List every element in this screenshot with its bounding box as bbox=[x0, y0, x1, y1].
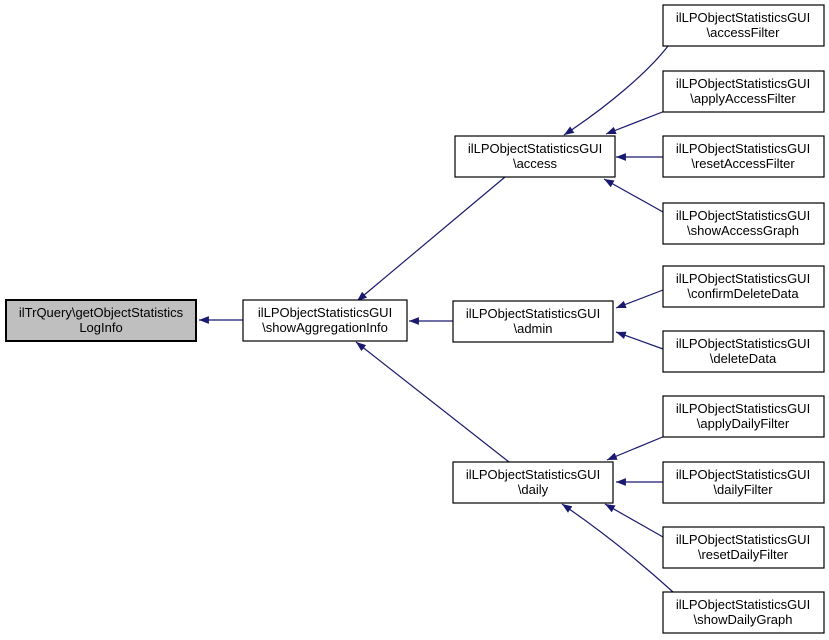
edge-show-access-graph-to-access bbox=[603, 178, 664, 213]
node-box bbox=[662, 135, 825, 178]
node-label-line2: LogInfo bbox=[79, 320, 122, 335]
graph-node-apply-access-filter[interactable]: ilLPObjectStatisticsGUI \applyAccessFilt… bbox=[662, 70, 825, 113]
graph-node-show-aggregation-info[interactable]: ilLPObjectStatisticsGUI \showAggregation… bbox=[242, 299, 408, 342]
edge-apply-access-filter-to-access bbox=[605, 110, 666, 135]
node-box bbox=[662, 265, 825, 308]
node-label-line2: \confirmDeleteData bbox=[687, 286, 799, 301]
edge-access-filter-to-access bbox=[563, 45, 669, 136]
node-box bbox=[5, 299, 197, 342]
graph-node-get-object-statistics-log-info[interactable]: ilTrQuery\getObjectStatistics LogInfo bbox=[5, 299, 197, 342]
node-label-line1: ilLPObjectStatisticsGUI bbox=[468, 141, 602, 156]
graph-node-access[interactable]: ilLPObjectStatisticsGUI \access bbox=[454, 135, 616, 178]
edge-daily-to-show-aggregation-info bbox=[355, 341, 510, 463]
node-label-line1: ilLPObjectStatisticsGUI bbox=[258, 305, 392, 320]
edge-access-to-show-aggregation-info bbox=[356, 176, 506, 302]
graph-node-show-daily-graph[interactable]: ilLPObjectStatisticsGUI \showDailyGraph bbox=[662, 591, 825, 634]
node-label-line1: ilTrQuery\getObjectStatistics bbox=[19, 305, 184, 320]
graph-node-admin[interactable]: ilLPObjectStatisticsGUI \admin bbox=[452, 300, 614, 343]
graph-node-reset-access-filter[interactable]: ilLPObjectStatisticsGUI \resetAccessFilt… bbox=[662, 135, 825, 178]
node-label-line1: ilLPObjectStatisticsGUI bbox=[676, 597, 810, 612]
node-label-line1: ilLPObjectStatisticsGUI bbox=[676, 336, 810, 351]
node-label-line2: \admin bbox=[513, 321, 552, 336]
edge-reset-daily-filter-to-daily bbox=[604, 503, 664, 538]
node-box bbox=[662, 4, 825, 47]
node-label-line2: \resetDailyFilter bbox=[698, 547, 789, 562]
node-label-line1: ilLPObjectStatisticsGUI bbox=[676, 467, 810, 482]
node-label-line2: \deleteData bbox=[710, 351, 777, 366]
edge-apply-daily-filter-to-daily bbox=[606, 435, 666, 461]
node-label-line1: ilLPObjectStatisticsGUI bbox=[466, 467, 600, 482]
node-box bbox=[242, 299, 408, 342]
graph-node-access-filter[interactable]: ilLPObjectStatisticsGUI \accessFilter bbox=[662, 4, 825, 47]
graph-node-apply-daily-filter[interactable]: ilLPObjectStatisticsGUI \applyDailyFilte… bbox=[662, 395, 825, 438]
node-label-line1: ilLPObjectStatisticsGUI bbox=[676, 141, 810, 156]
node-box bbox=[662, 70, 825, 113]
graph-node-delete-data[interactable]: ilLPObjectStatisticsGUI \deleteData bbox=[662, 330, 825, 373]
graph-node-reset-daily-filter[interactable]: ilLPObjectStatisticsGUI \resetDailyFilte… bbox=[662, 526, 825, 569]
node-box bbox=[454, 135, 616, 178]
node-box bbox=[662, 461, 825, 504]
graph-node-daily-filter[interactable]: ilLPObjectStatisticsGUI \dailyFilter bbox=[662, 461, 825, 504]
node-label-line2: \access bbox=[513, 156, 558, 171]
edge-delete-data-to-admin bbox=[615, 331, 664, 350]
node-label-line1: ilLPObjectStatisticsGUI bbox=[676, 271, 810, 286]
node-box bbox=[452, 461, 614, 504]
node-box bbox=[662, 526, 825, 569]
edge-show-daily-graph-to-daily bbox=[561, 503, 674, 593]
node-label-line2: \dailyFilter bbox=[713, 482, 773, 497]
edge-confirm-delete-data-to-admin bbox=[615, 289, 664, 309]
node-label-line1: ilLPObjectStatisticsGUI bbox=[466, 306, 600, 321]
node-label-line2: \showDailyGraph bbox=[694, 612, 793, 627]
node-label-line2: \showAccessGraph bbox=[687, 223, 799, 238]
node-box bbox=[662, 330, 825, 373]
node-box bbox=[662, 202, 825, 245]
node-label-line2: \showAggregationInfo bbox=[262, 320, 388, 335]
node-box bbox=[662, 591, 825, 634]
node-label-line1: ilLPObjectStatisticsGUI bbox=[676, 76, 810, 91]
node-label-line2: \daily bbox=[518, 482, 549, 497]
node-label-line1: ilLPObjectStatisticsGUI bbox=[676, 532, 810, 547]
graph-node-show-access-graph[interactable]: ilLPObjectStatisticsGUI \showAccessGraph bbox=[662, 202, 825, 245]
node-label-line1: ilLPObjectStatisticsGUI bbox=[676, 401, 810, 416]
node-box bbox=[452, 300, 614, 343]
graph-node-confirm-delete-data[interactable]: ilLPObjectStatisticsGUI \confirmDeleteDa… bbox=[662, 265, 825, 308]
node-label-line1: ilLPObjectStatisticsGUI bbox=[676, 10, 810, 25]
node-label-line2: \applyDailyFilter bbox=[697, 416, 790, 431]
graph-node-daily[interactable]: ilLPObjectStatisticsGUI \daily bbox=[452, 461, 614, 504]
node-label-line2: \accessFilter bbox=[707, 25, 781, 40]
node-label-line2: \resetAccessFilter bbox=[691, 156, 795, 171]
node-box bbox=[662, 395, 825, 438]
node-label-line2: \applyAccessFilter bbox=[690, 91, 796, 106]
node-label-line1: ilLPObjectStatisticsGUI bbox=[676, 208, 810, 223]
